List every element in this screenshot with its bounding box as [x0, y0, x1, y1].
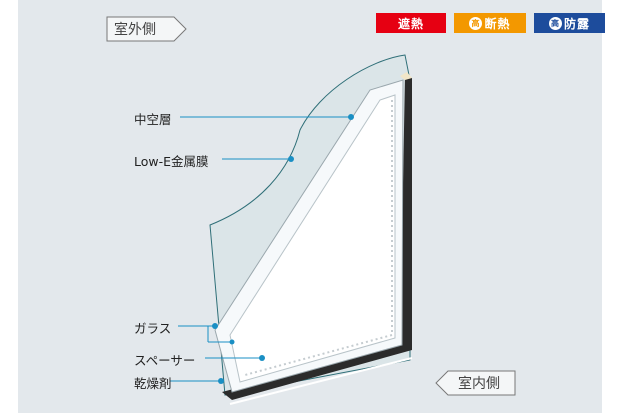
hollow-layer-dot [348, 114, 354, 120]
high-condensation-prevention-badge: 高 防露 [534, 13, 605, 33]
low-e-dot [288, 156, 294, 162]
hollow-layer-label: 中空層 [134, 112, 172, 127]
indoor-side-tag: 室内側 [434, 370, 516, 396]
spacer-label: スペーサー [134, 353, 196, 368]
desiccant-label: 乾燥剤 [134, 376, 172, 391]
spacer-dot [259, 355, 265, 361]
glass-dot [212, 323, 218, 329]
low-e-film-label: Low-E金属膜 [134, 154, 209, 169]
outdoor-side-label: 室外側 [114, 22, 156, 38]
high-icon: 高 [469, 16, 483, 30]
high-icon: 高 [548, 16, 562, 30]
feature-badges: 遮熱 高 断熱 高 防露 [376, 13, 605, 33]
heat-shield-badge: 遮熱 [376, 13, 446, 33]
outdoor-side-tag: 室外側 [106, 16, 188, 42]
indoor-side-label: 室内側 [458, 376, 500, 392]
high-insulation-badge: 高 断熱 [454, 13, 526, 33]
glass-label: ガラス [134, 321, 172, 336]
desiccant-dot [218, 378, 224, 384]
